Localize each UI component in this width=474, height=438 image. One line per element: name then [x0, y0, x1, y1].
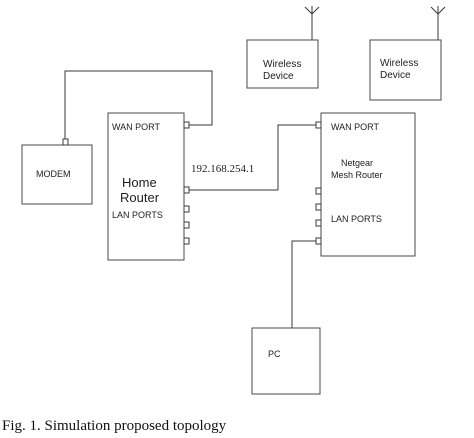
pc-box — [251, 327, 321, 395]
router-to-mesh-link — [189, 124, 316, 191]
wireless-device-1-label-line2: Device — [263, 71, 294, 82]
home-router-lan-port-3 — [183, 221, 190, 229]
wireless-device-1-box — [246, 39, 319, 89]
mesh-router-lan-port-2 — [315, 203, 322, 211]
home-router-lan-port-2 — [183, 205, 190, 213]
home-router-wan-label: WAN PORT — [112, 122, 161, 132]
wireless-device-2-label-line2: Device — [380, 70, 411, 81]
mesh-router-name-line1: Netgear — [341, 158, 373, 168]
modem-box — [21, 144, 93, 205]
mesh-router-name-line2: Mesh Router — [331, 170, 383, 180]
modem: MODEM — [21, 138, 93, 205]
wireless-device-2-box — [369, 39, 442, 101]
link-ip-label: 192.168.254.1 — [191, 163, 254, 175]
wireless-device-1-label-line1: Wireless — [263, 59, 301, 70]
modem-to-wan-link — [64, 70, 213, 139]
home-router-name-line1: Home — [122, 175, 157, 190]
modem-label: MODEM — [36, 169, 71, 179]
wireless-device-1: Wireless Device — [246, 6, 320, 89]
home-router-name-line2: Router — [120, 190, 160, 205]
topology-diagram: Wireless Device Wireless Device MODEM WA… — [21, 6, 446, 395]
home-router-wan-port — [183, 121, 190, 129]
mesh-router-lan-port-3 — [315, 219, 322, 227]
mesh-router-lan-label: LAN PORTS — [331, 214, 382, 224]
modem-port — [62, 138, 69, 146]
mesh-router-wan-port — [315, 121, 322, 129]
mesh-router-wan-label: WAN PORT — [331, 122, 380, 132]
wireless-device-2: Wireless Device — [369, 6, 446, 101]
home-router-lan-port-1 — [183, 186, 190, 194]
home-router-box — [107, 112, 185, 261]
pc-label: PC — [268, 349, 281, 359]
mesh-router-box — [320, 112, 416, 257]
home-router-lan-label: LAN PORTS — [112, 210, 163, 220]
home-router-lan-port-4 — [183, 237, 190, 245]
antenna-icon — [430, 6, 446, 40]
mesh-to-pc-link — [291, 240, 316, 328]
mesh-router-lan-port-4 — [315, 237, 322, 245]
figure-caption: Fig. 1. Simulation proposed topology — [2, 418, 227, 434]
mesh-router: WAN PORT Netgear Mesh Router LAN PORTS — [315, 112, 416, 257]
wireless-device-2-label-line1: Wireless — [380, 58, 418, 69]
home-router: WAN PORT Home Router LAN PORTS — [107, 112, 190, 261]
pc: PC — [251, 327, 321, 395]
mesh-router-lan-port-1 — [315, 187, 322, 195]
antenna-icon — [304, 6, 320, 40]
